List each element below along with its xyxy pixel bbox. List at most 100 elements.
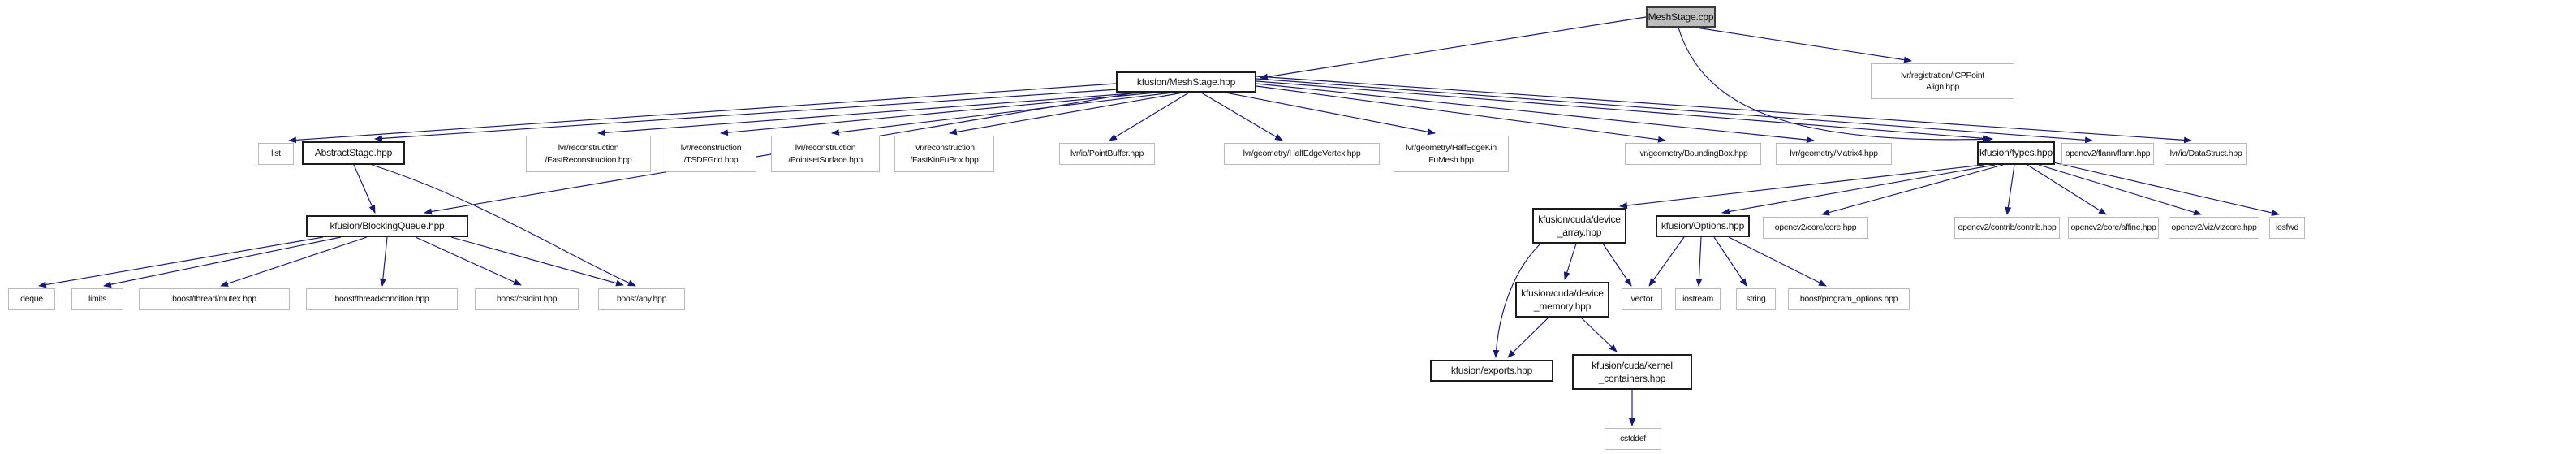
graph-node-halfedgevertex: lvr/geometry/HalfEdgeVertex.hpp [1224,143,1380,165]
graph-node-cstddef: cstddef [1605,428,1661,450]
graph-node-tsdfgrid: lvr/reconstruction /TSDFGrid.hpp [666,136,756,172]
graph-node-label: boost/thread/mutex.hpp [172,294,256,305]
graph-node-label: lvr/reconstruction /FastReconstruction.h… [545,143,632,165]
graph-edge-blockingqueue-to-cstdint [415,236,522,286]
graph-node-label: iostream [1682,294,1713,305]
graph-edge-meshstage-hpp-to-fastkinfubox [949,92,1184,136]
graph-edge-blockingqueue-to-deque [38,236,324,288]
graph-node-label: lvr/io/PointBuffer.hpp [1070,149,1144,159]
graph-node-mutex: boost/thread/mutex.hpp [139,288,290,310]
graph-edge-meshstage-cpp-to-types [1678,27,1993,143]
graph-edge-meshstage-hpp-to-datastruct [1256,76,2192,144]
graph-node-label: cstddef [1620,434,1646,444]
graph-node-label: boost/cstdint.hpp [496,294,558,305]
graph-node-corehpp: opencv2/core/core.hpp [1763,217,1868,239]
graph-node-label: kfusion/Options.hpp [1661,220,1745,232]
graph-node-label: kfusion/cuda/kernel _containers.hpp [1592,359,1673,384]
graph-node-blockingqueue[interactable]: kfusion/BlockingQueue.hpp [306,215,468,237]
graph-node-label: deque [20,294,43,305]
graph-edge-meshstage-hpp-to-matrix4 [1256,83,1815,144]
graph-node-datastruct: lvr/io/DataStruct.hpp [2165,143,2247,165]
graph-node-contrib: opencv2/contrib/contrib.hpp [1954,217,2060,239]
graph-node-label: iosfwd [2276,223,2298,233]
graph-edge-meshstage-hpp-to-types [1256,80,1991,142]
graph-edge-devicearray-to-devicememory [1563,243,1577,280]
graph-node-devicearray[interactable]: kfusion/cuda/device _array.hpp [1532,208,1626,244]
graph-edge-blockingqueue-to-limits [103,236,342,288]
graph-node-label: lvr/geometry/Matrix4.hpp [1790,149,1878,159]
graph-edge-options-to-iostream [1695,236,1703,287]
graph-node-label: opencv2/core/affine.hpp [2070,223,2156,233]
graph-edge-meshstage-hpp-to-fastreconstruction [597,92,1144,136]
graph-node-label: lvr/geometry/HalfEdgeVertex.hpp [1243,149,1361,159]
graph-edge-meshstage-hpp-to-halfedgekinfumesh [1225,92,1436,136]
graph-node-label: kfusion/cuda/device _memory.hpp [1521,287,1604,312]
graph-node-meshstage-cpp: MeshStage.cpp [1646,6,1716,28]
graph-edge-blockingqueue-to-any [450,236,624,287]
graph-node-halfedgekinfumesh: lvr/geometry/HalfEdgeKin FuMesh.hpp [1394,136,1509,172]
graph-node-iostream: iostream [1675,288,1721,310]
graph-node-label: list [271,149,281,159]
graph-node-limits: limits [71,288,123,310]
graph-edge-meshstage-hpp-to-pointsetsurface [831,92,1174,136]
graph-node-label: kfusion/BlockingQueue.hpp [330,220,445,232]
graph-edge-abstractstage-to-any [371,164,636,287]
graph-node-pointsetsurface: lvr/reconstruction /PointsetSurface.hpp [771,136,880,172]
graph-node-any: boost/any.hpp [598,288,685,310]
graph-edge-meshstage-hpp-to-abstractstage [374,89,1119,142]
graph-node-abstractstage[interactable]: AbstractStage.hpp [302,141,405,165]
graph-edge-meshstage-hpp-to-halfedgevertex [1200,92,1283,141]
graph-node-kernelcontainers[interactable]: kfusion/cuda/kernel _containers.hpp [1572,354,1692,390]
graph-node-options[interactable]: kfusion/Options.hpp [1656,215,1750,237]
graph-node-string: string [1736,288,1776,310]
graph-edge-meshstage-hpp-to-boundingbox [1256,85,1666,143]
graph-node-deque: deque [8,288,55,310]
graph-edge-blockingqueue-to-condition [379,236,388,287]
graph-edge-meshstage-hpp-to-tsdfgrid [720,92,1157,136]
graph-node-programoptions: boost/program_options.hpp [1788,288,1910,310]
graph-edge-types-to-contrib [2005,164,2015,215]
graph-node-label: boost/program_options.hpp [1799,294,1898,305]
graph-node-label: lvr/reconstruction /TSDFGrid.hpp [680,143,742,165]
graph-node-vector: vector [1622,288,1662,310]
graph-edge-types-to-options [1721,164,1996,215]
graph-edge-meshstage-hpp-to-pointbuffer [1109,92,1190,141]
graph-node-meshstage-hpp[interactable]: kfusion/MeshStage.hpp [1116,71,1256,93]
graph-node-label: opencv2/flann/flann.hpp [2065,149,2151,159]
graph-node-list: list [258,143,294,165]
graph-node-label: opencv2/core/core.hpp [1774,223,1857,233]
graph-node-label: lvr/reconstruction /PointsetSurface.hpp [788,143,863,165]
graph-node-fastreconstruction: lvr/reconstruction /FastReconstruction.h… [526,136,651,172]
graph-node-label: AbstractStage.hpp [314,147,393,159]
graph-edge-options-to-vector [1648,236,1685,287]
graph-edge-meshstage-hpp-to-list [288,83,1117,144]
graph-edge-types-to-vizcore [2038,164,2202,216]
graph-node-affine: opencv2/core/affine.hpp [2068,217,2159,239]
graph-edge-meshstage-hpp-to-flann [1256,78,2093,144]
graph-node-icppointalign: lvr/registration/ICPPoint Align.hpp [1871,63,2014,99]
graph-node-label: vector [1630,294,1653,305]
graph-node-exports[interactable]: kfusion/exports.hpp [1430,360,1553,382]
graph-edge-devicearray-to-vector [1602,243,1632,287]
graph-node-label: kfusion/cuda/device _array.hpp [1538,213,1621,238]
graph-node-condition: boost/thread/condition.hpp [306,288,458,310]
graph-edge-blockingqueue-to-mutex [220,236,368,287]
graph-edge-options-to-programoptions [1728,236,1827,287]
graph-node-iosfwd: iosfwd [2269,217,2305,239]
graph-node-label: string [1746,294,1766,305]
graph-edge-types-to-iosfwd [2053,162,2280,216]
graph-node-cstdint: boost/cstdint.hpp [475,288,579,310]
graph-node-label: opencv2/viz/vizcore.hpp [2171,223,2257,233]
graph-node-label: lvr/geometry/BoundingBox.hpp [1638,149,1748,159]
graph-node-devicememory[interactable]: kfusion/cuda/device _memory.hpp [1515,282,1609,318]
graph-edge-meshstage-cpp-to-icppointalign [1695,27,1912,63]
graph-node-label: boost/thread/condition.hpp [334,294,429,305]
graph-edge-devicememory-to-kernelcontainers [1580,317,1618,352]
graph-node-fastkinfubox: lvr/reconstruction /FastKinFuBox.hpp [894,136,994,172]
graph-node-types[interactable]: kfusion/types.hpp [1977,141,2055,165]
graph-edge-meshstage-cpp-to-meshstage-hpp [1260,16,1647,80]
graph-node-label: kfusion/types.hpp [1979,147,2053,159]
graph-edge-abstractstage-to-blockingqueue [353,164,376,214]
graph-node-matrix4: lvr/geometry/Matrix4.hpp [1776,143,1892,165]
